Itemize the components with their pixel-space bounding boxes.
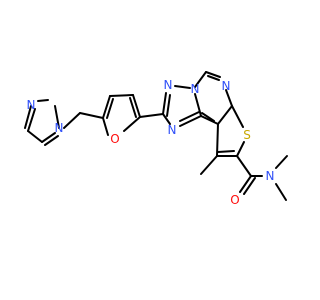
bond [106, 98, 114, 119]
bond [236, 141, 245, 157]
bond [216, 123, 219, 157]
bond [162, 92, 167, 115]
atom-label-oxygen: O [230, 193, 239, 207]
bond-layer [24, 71, 288, 201]
bond [217, 105, 233, 125]
bond [201, 112, 215, 122]
bond [129, 97, 137, 118]
bond [200, 115, 219, 125]
bond [27, 130, 43, 143]
bond [205, 71, 221, 78]
bond [44, 135, 59, 146]
atom-label-nitrogen: N [222, 79, 231, 93]
bond [102, 95, 111, 119]
bond [225, 89, 233, 107]
bond [275, 155, 288, 169]
bond [166, 94, 171, 117]
bond [63, 112, 81, 129]
atom-label-oxygen: O [110, 132, 119, 146]
bond [243, 177, 256, 195]
molecule-structure-diagram: N N O N N N N S O N [24, 71, 288, 207]
atom-label-nitrogen: N [27, 98, 36, 112]
bond [109, 94, 134, 97]
bond [207, 75, 220, 81]
bond [102, 117, 109, 136]
bond [41, 132, 56, 143]
bond [231, 105, 244, 128]
bond [27, 108, 36, 132]
bond [239, 175, 252, 193]
bond [194, 93, 202, 117]
bond [200, 155, 218, 175]
bond [139, 113, 164, 118]
bond [236, 155, 252, 177]
atom-label-sulfur: S [243, 128, 251, 142]
bond [24, 105, 32, 129]
atom-label-nitrogen: N [266, 169, 275, 183]
bond [194, 71, 207, 88]
bond [79, 112, 104, 119]
atom-label-nitrogen: N [191, 82, 200, 96]
bond [174, 85, 191, 89]
atom-label-nitrogen: N [55, 121, 64, 135]
bond [132, 94, 141, 118]
bond [179, 111, 200, 122]
bond [179, 115, 202, 127]
bond [217, 150, 235, 153]
bond [275, 183, 287, 201]
bond [123, 116, 141, 132]
bond [162, 113, 171, 125]
bond [54, 105, 60, 129]
atom-label-nitrogen: N [168, 123, 177, 137]
bond [37, 99, 49, 102]
atom-label-layer: N N O N N N N S O N [27, 78, 275, 207]
atom-label-nitrogen: N [164, 78, 173, 92]
